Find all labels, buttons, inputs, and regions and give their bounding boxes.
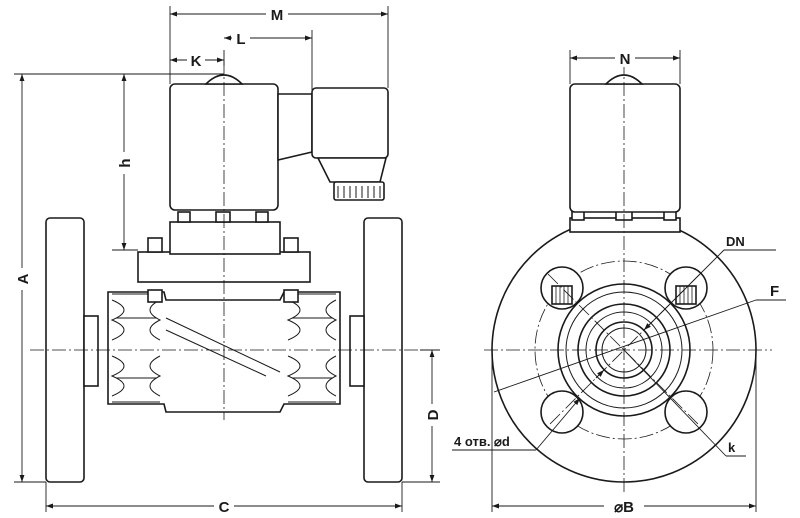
bonnet-bolts bbox=[147, 211, 299, 303]
coil bbox=[169, 83, 279, 211]
label-n: N bbox=[620, 51, 631, 68]
internal-partition bbox=[165, 317, 281, 373]
label-f: F bbox=[770, 283, 779, 300]
side-dimensions bbox=[452, 50, 786, 512]
side-view bbox=[484, 60, 772, 492]
label-b: ⌀B bbox=[614, 499, 634, 516]
label-k-small: k bbox=[728, 440, 736, 455]
connector bbox=[311, 87, 389, 159]
label-h: h bbox=[117, 158, 134, 167]
label-k: K bbox=[191, 53, 202, 70]
label-d: D bbox=[425, 409, 442, 420]
coil-cap bbox=[204, 74, 244, 85]
label-m: M bbox=[271, 7, 284, 24]
label-a: A bbox=[15, 273, 32, 284]
right-thread bbox=[286, 293, 338, 403]
left-thread bbox=[110, 293, 162, 403]
side-coil-cap bbox=[604, 74, 644, 85]
label-holes: 4 отв. ⌀d bbox=[454, 434, 510, 449]
left-spigot bbox=[83, 315, 99, 387]
label-c: C bbox=[219, 499, 230, 516]
right-spigot bbox=[349, 315, 365, 387]
front-view bbox=[30, 60, 420, 483]
label-dn: DN bbox=[726, 234, 745, 249]
label-l: L bbox=[236, 31, 245, 48]
armature-tube bbox=[169, 221, 281, 255]
side-coil bbox=[569, 83, 681, 213]
connector-neck bbox=[277, 93, 313, 162]
cable-gland bbox=[333, 181, 385, 201]
